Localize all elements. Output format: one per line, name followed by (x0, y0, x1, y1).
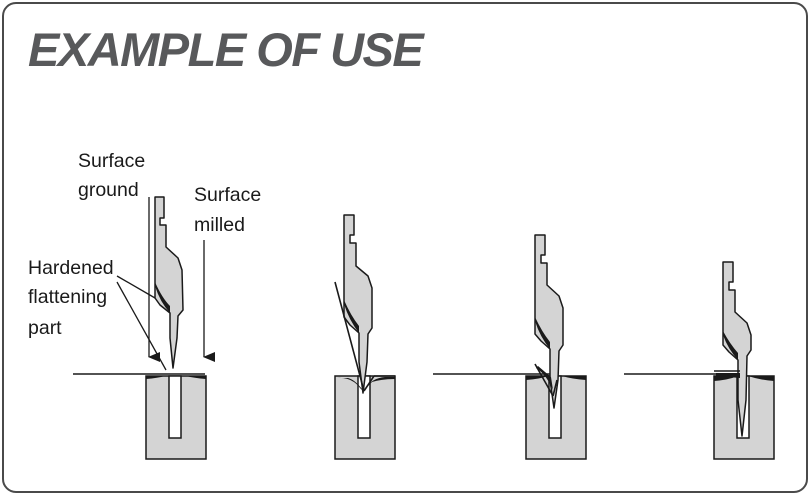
label-surface-milled-line1: Surface (194, 184, 261, 206)
label-surface-milled: Surface milled (194, 184, 267, 236)
label-surface-milled-line2: milled (194, 214, 245, 236)
stage-3-punch (534, 234, 564, 409)
figure-title: EXAMPLE OF USE (28, 23, 424, 76)
label-hardened-flattening-part: Hardened flattening part (28, 257, 119, 339)
stage-3-sheet (433, 363, 558, 397)
stage-2-pre-bend (334, 214, 396, 460)
stage-3-partial-flatten (433, 234, 587, 460)
label-surface-ground-line2: ground (78, 179, 139, 201)
stage-1-tool-raised (73, 196, 215, 460)
label-hardened-line3: part (28, 317, 62, 339)
stage-4-sheet (624, 370, 740, 378)
label-surface-ground-line1: Surface (78, 150, 145, 172)
label-hardened-line1: Hardened (28, 257, 114, 279)
stage-1-punch (154, 196, 184, 369)
stage-1-die (145, 375, 207, 460)
label-hardened-line2: flattening (28, 286, 107, 308)
stage-1-annotation-leaders (116, 197, 215, 371)
stage-4-full-flatten (624, 261, 775, 460)
label-surface-ground: Surface ground (78, 150, 151, 201)
stage-2-punch (343, 214, 373, 394)
stage-4-punch (722, 261, 752, 437)
stage-2-sheet (334, 281, 395, 392)
